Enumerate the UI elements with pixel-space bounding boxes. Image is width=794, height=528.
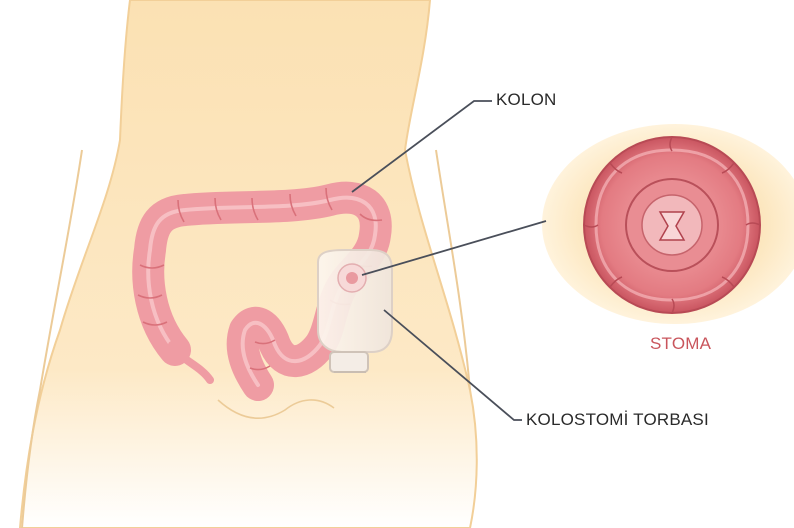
stoma-label: STOMA — [650, 334, 711, 354]
colon-label: KOLON — [496, 90, 557, 110]
colostomy-bag-label: KOLOSTOMİ TORBASI — [526, 410, 709, 430]
stoma-detail — [542, 124, 794, 324]
torso — [20, 0, 477, 528]
